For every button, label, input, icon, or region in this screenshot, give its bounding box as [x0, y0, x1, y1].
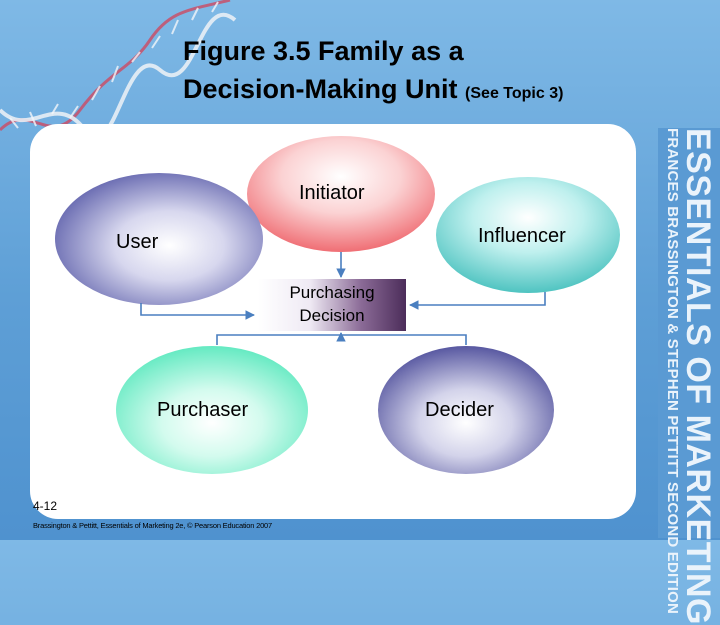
user-label: User [116, 231, 159, 253]
initiator-node [247, 136, 435, 252]
purchaser-label: Purchaser [157, 399, 249, 421]
decision-line-2: Decision [299, 306, 365, 325]
decision-unit-diagram [55, 136, 620, 474]
book-title: ESSENTIALS OF MARKETING [679, 128, 717, 625]
book-spine-banner: ESSENTIALS OF MARKETING FRANCES BRASSING… [658, 128, 720, 625]
decision-line-1: Purchasing [289, 283, 375, 302]
title-line-2: Decision-Making Unit (See Topic 3) [183, 70, 663, 113]
footer-citation: Brassington & Pettitt, Essentials of Mar… [33, 521, 273, 530]
purchasing-decision-box [258, 279, 406, 331]
initiator-label: Initiator [299, 182, 365, 204]
influencer-node [436, 177, 620, 293]
connector-user-to-decision [140, 303, 255, 320]
purchasing-decision-label: Purchasing Decision [258, 281, 406, 327]
title-line-1: Figure 3.5 Family as a [183, 36, 464, 66]
slide-title: Figure 3.5 Family as a Decision-Making U… [183, 32, 663, 113]
purchaser-node [116, 346, 308, 474]
book-spine-text: ESSENTIALS OF MARKETING FRANCES BRASSING… [658, 128, 720, 625]
slide-number: 4-12 [33, 499, 58, 513]
dna-helix-graphic [0, 0, 237, 140]
title-line-2-main: Decision-Making Unit [183, 74, 458, 104]
title-topic-reference: (See Topic 3) [465, 85, 564, 102]
connector-decision-bus [216, 334, 467, 345]
book-authors-edition: FRANCES BRASSINGTON & STEPHEN PETTITT SE… [664, 128, 681, 614]
user-node [55, 173, 263, 305]
decider-node [378, 346, 554, 474]
decider-label: Decider [425, 399, 494, 421]
influencer-label: Influencer [478, 225, 566, 247]
connector-influencer-to-decision [409, 292, 546, 310]
